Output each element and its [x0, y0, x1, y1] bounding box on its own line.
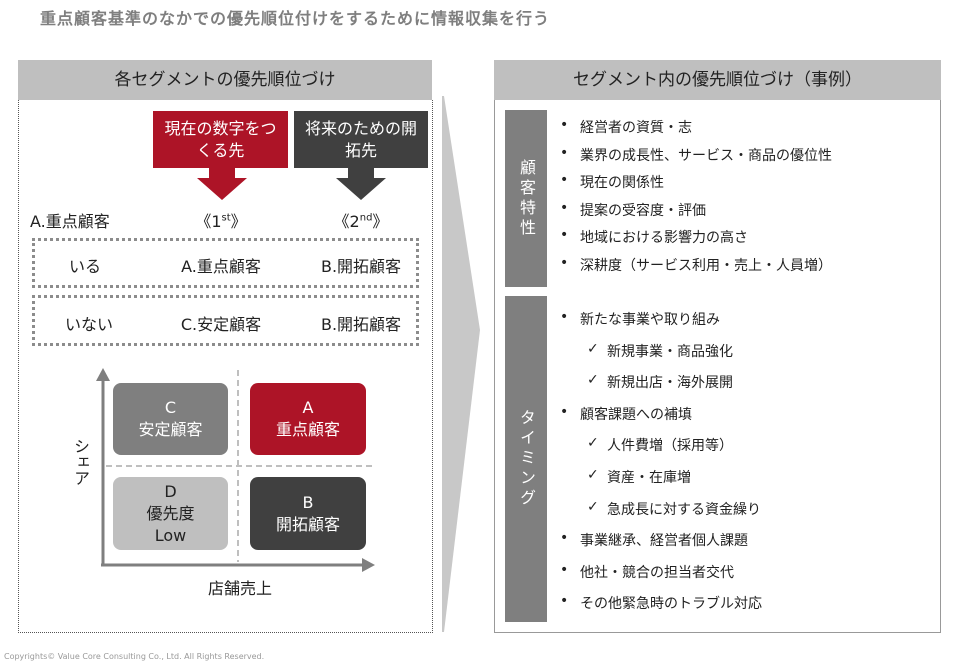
bullet-icon: • — [560, 172, 569, 188]
priority-second: 《2nd》 — [334, 208, 389, 232]
bullet-icon: • — [560, 117, 569, 133]
priority-first-sup: st — [221, 212, 231, 224]
row-cell: いない — [64, 315, 114, 334]
list-item: 他社・競合の担当者交代 — [580, 564, 734, 581]
list-item: 新規出店・海外展開 — [607, 375, 733, 392]
page-title: 重点顧客基準のなかでの優先順位付けをするために情報収集を行う — [40, 9, 551, 28]
bullet-icon: • — [560, 199, 569, 216]
row-cell: B.開拓顧客 — [320, 315, 402, 334]
list-item: 人件費増（採用等） — [607, 438, 733, 455]
row-label: A.重点顧客 — [30, 212, 110, 231]
copyright: Copyrights© Value Core Consulting Co., L… — [4, 652, 265, 661]
priority-first: 《1st》 — [195, 208, 246, 232]
quadrant-letter: A — [302, 398, 314, 417]
quadrant-c: C 安定顧客 — [113, 383, 228, 455]
list-item: 事業継承、経営者個人課題 — [580, 533, 748, 550]
quadrant-letter: B — [302, 492, 314, 512]
row-cell: B.開拓顧客 — [320, 257, 402, 276]
bullet-icon: • — [560, 309, 569, 325]
list-item: 資産・在庫増 — [607, 470, 691, 486]
list-item: 地域における影響力の高さ — [580, 230, 748, 246]
quadrant-label: 優先度 — [146, 503, 195, 523]
bullet-icon: • — [560, 561, 569, 578]
list-item: 顧客課題への補填 — [580, 406, 692, 423]
quadrant-label: 安定顧客 — [138, 420, 203, 439]
priority-first-text: 《1 — [195, 212, 222, 231]
chevron-right-arrow-icon — [442, 96, 480, 632]
red-down-arrow-icon — [197, 168, 247, 200]
list-item: 深耕度（サービス利用・売上・人員増） — [580, 257, 832, 274]
segment-row-none — [32, 295, 419, 346]
list-item: 業界の成長性、サービス・商品の優位性 — [580, 147, 832, 164]
priority-second-text: 《2 — [333, 212, 360, 231]
x-axis-label: 店舗売上 — [207, 579, 273, 598]
bullet-icon: • — [560, 254, 569, 271]
checkmark-icon: ✓ — [587, 340, 599, 357]
bullet-icon: • — [560, 144, 569, 161]
list-item: その他緊急時のトラブル対応 — [580, 596, 762, 613]
priority-second-end: 》 — [372, 212, 389, 231]
quadrant-label: 開拓顧客 — [275, 514, 340, 534]
quadrant-a: A 重点顧客 — [250, 383, 366, 455]
customer-traits-label: 顧客特性 — [505, 110, 547, 287]
bullet-icon: • — [560, 403, 569, 420]
row-cell: いる — [68, 257, 102, 276]
list-item: 新規事業・商品強化 — [607, 343, 733, 360]
list-item: 経営者の資質・志 — [580, 120, 692, 136]
quadrant-label: 重点顧客 — [275, 420, 340, 439]
matrix-axes — [96, 368, 375, 572]
y-axis-label: シェア — [71, 438, 90, 486]
checkmark-icon: ✓ — [587, 467, 599, 483]
right-panel-header: セグメント内の優先順位づけ（事例） — [494, 60, 941, 100]
right-panel — [494, 100, 941, 633]
list-item: 新たな事業や取り組み — [580, 312, 720, 328]
list-item: 現在の関係性 — [580, 175, 664, 191]
checkmark-icon: ✓ — [587, 372, 599, 389]
row-cell: A.重点顧客 — [181, 257, 261, 276]
row-cell: C.安定顧客 — [180, 315, 262, 334]
segment-row-exists — [32, 238, 419, 288]
priority-first-end: 》 — [230, 212, 247, 231]
list-item: 提案の受容度・評価 — [580, 202, 706, 219]
left-panel — [18, 100, 433, 633]
bullet-icon: • — [560, 530, 569, 547]
left-panel-header: 各セグメントの優先順位づけ — [18, 60, 432, 100]
bullet-icon: • — [560, 227, 569, 243]
dark-down-arrow-icon — [336, 168, 386, 200]
future-development-box: 将来のための開拓先 — [294, 111, 428, 168]
quadrant-letter: D — [164, 481, 177, 501]
quadrant-sublabel: Low — [154, 525, 187, 545]
current-numbers-box: 現在の数字をつくる先 — [153, 111, 288, 168]
priority-second-sup: nd — [359, 212, 373, 224]
bullet-icon: • — [560, 593, 569, 610]
list-item: 急成長に対する資金繰り — [607, 501, 761, 518]
timing-label: タイミング — [505, 296, 547, 622]
checkmark-icon: ✓ — [587, 435, 599, 452]
quadrant-letter: C — [164, 398, 177, 417]
checkmark-icon: ✓ — [587, 498, 599, 515]
